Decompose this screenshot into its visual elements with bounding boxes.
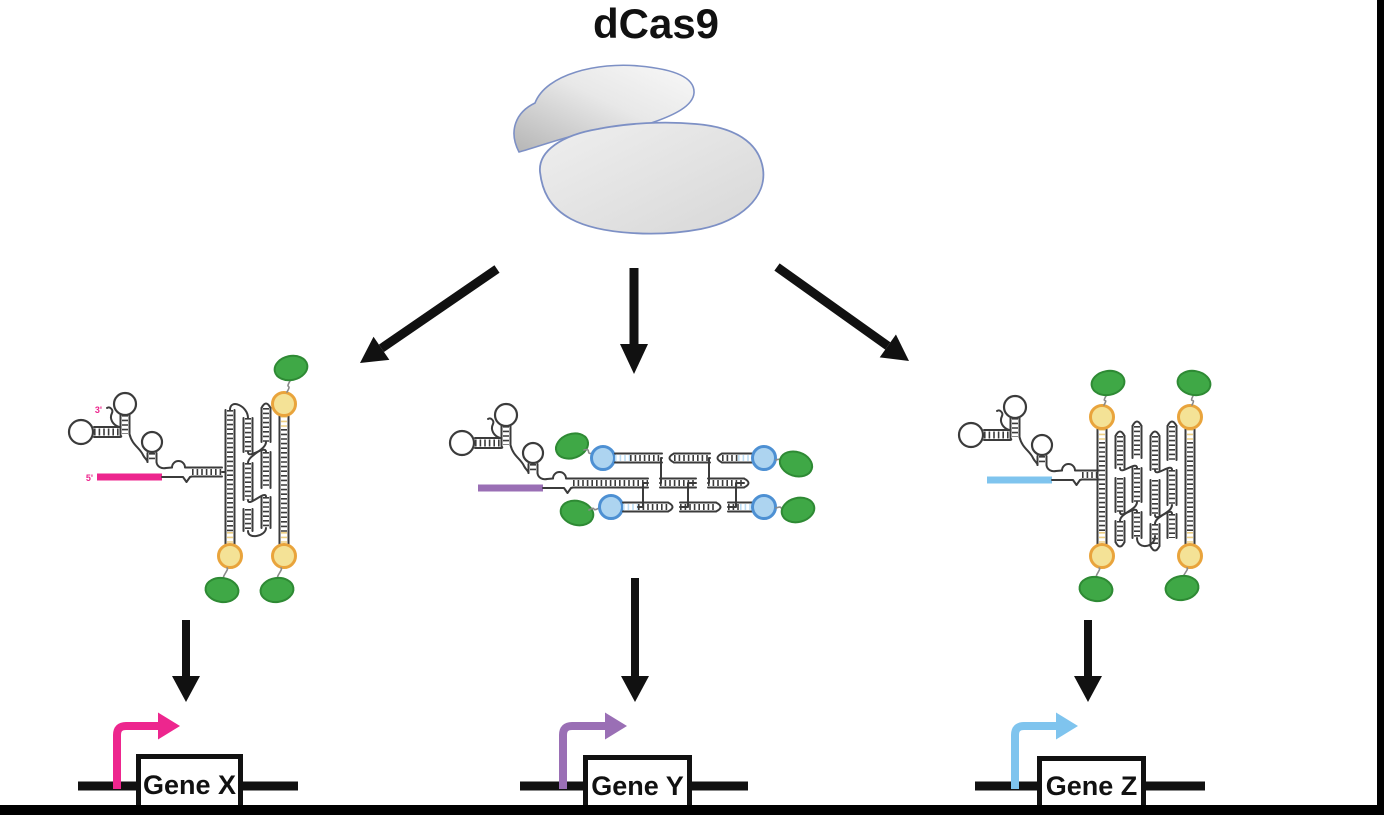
gene-z-label: Gene Z (1045, 771, 1138, 801)
branch-arrows-from-dcas9 (360, 263, 909, 374)
gene-y-label: Gene Y (591, 770, 684, 801)
down-arrow-to-gene-y (621, 578, 649, 702)
dcas9-protein-blob (513, 64, 765, 235)
sgrna-scaffold-gene-x (67, 354, 309, 604)
three-prime-label: 3' (95, 405, 102, 415)
down-arrow-to-gene-x (172, 620, 200, 702)
gene-x-label: Gene X (142, 770, 237, 800)
dcas9-title: dCas9 (592, 0, 720, 47)
image-border-right (1377, 0, 1384, 815)
down-arrow-to-gene-z (1074, 620, 1102, 702)
five-prime-label: 5' (86, 473, 93, 483)
image-border-bottom (0, 805, 1384, 815)
sgrna-scaffold-gene-y (448, 402, 816, 527)
rna-end-labels: 3' 5' (86, 405, 102, 483)
sgrna-scaffold-gene-z (957, 369, 1212, 603)
gene-x-box: Gene X (136, 754, 243, 815)
